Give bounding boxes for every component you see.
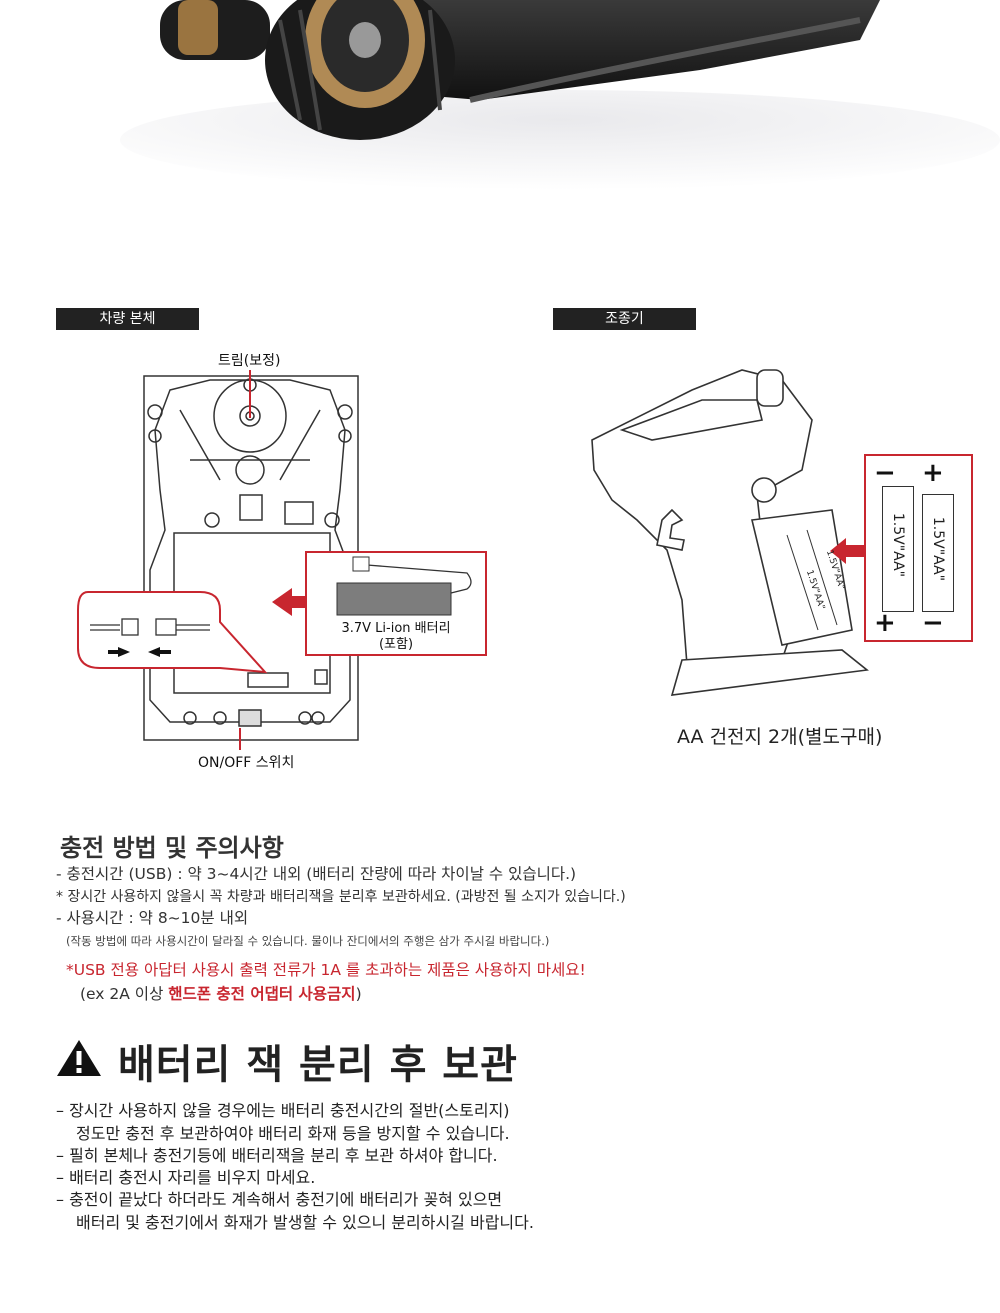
controller-battery-caption: AA 건전지 2개(별도구매) xyxy=(677,726,883,748)
adapter-note: (ex 2A 이상 핸드폰 충전 어댑터 사용금지) xyxy=(80,985,362,1003)
plus-sign-left: + xyxy=(874,608,896,638)
aa-battery-left: 1.5V"AA" xyxy=(882,486,914,612)
storage-note-line: * 장시간 사용하지 않을시 꼭 차량과 배터리잭을 분리후 보관하세요. (과… xyxy=(56,889,626,905)
switch-label: ON/OFF 스위치 xyxy=(198,755,295,771)
storage-bullet-1b: 정도만 충전 후 보관하여야 배터리 화재 등을 방지할 수 있습니다. xyxy=(76,1124,510,1143)
charging-time-line: - 충전시간 (USB) : 약 3~4시간 내외 (배터리 잔량에 따라 차이… xyxy=(56,865,577,883)
battery-callout: 3.7V Li-ion 배터리 (포함) xyxy=(305,551,487,656)
storage-bullet-2: – 필히 본체나 충전기등에 배터리잭을 분리 후 보관 하셔야 합니다. xyxy=(56,1146,498,1165)
storage-bullet-1: – 장시간 사용하지 않을 경우에는 배터리 충전시간의 절반(스토리지) xyxy=(56,1101,510,1120)
battery-right-text: 1.5V"AA" xyxy=(930,516,946,582)
storage-bullet-4b: 배터리 및 충전기에서 화재가 발생할 수 있으니 분리하시길 바랍니다. xyxy=(76,1213,534,1232)
storage-bullet-4: – 충전이 끝났다 하더라도 계속해서 충전기에 배터리가 꽂혀 있으면 xyxy=(56,1190,503,1209)
battery-left-text: 1.5V"AA" xyxy=(890,512,906,578)
vehicle-section-tag: 차량 본체 xyxy=(56,308,199,330)
trim-label: 트림(보정) xyxy=(218,353,281,369)
controller-section-tag: 조종기 xyxy=(553,308,696,330)
adapter-warning: *USB 전용 아답터 사용시 출력 전류가 1A 를 초과하는 제품은 사용하… xyxy=(66,961,586,979)
controller-diagram xyxy=(582,360,882,700)
adapter-ban-text: 핸드폰 충전 어댑터 사용금지 xyxy=(168,985,356,1003)
aa-battery-right: 1.5V"AA" xyxy=(922,494,954,612)
battery-included-label: (포함) xyxy=(378,637,414,652)
warning-icon xyxy=(56,1038,102,1078)
storage-bullet-3: – 배터리 충전시 자리를 비우지 마세요. xyxy=(56,1168,316,1187)
controller-battery-arrow xyxy=(830,536,866,566)
charging-title: 충전 방법 및 주의사항 xyxy=(60,834,284,862)
minus-sign-left: − xyxy=(874,458,896,488)
usage-time-line: - 사용시간 : 약 8~10분 내외 xyxy=(56,909,249,927)
storage-title: 배터리 잭 분리 후 보관 xyxy=(118,1042,518,1088)
battery-spec-label: 3.7V Li-ion 배터리 xyxy=(341,621,451,636)
rc-car-photo xyxy=(0,0,1000,240)
aa-battery-callout: − + 1.5V"AA" 1.5V"AA" + − xyxy=(864,454,973,642)
usage-note-line: (작동 방법에 따라 사용시간이 달라질 수 있습니다. 물이나 잔디에서의 주… xyxy=(66,934,550,948)
minus-sign-right: − xyxy=(922,608,944,638)
vehicle-chassis-diagram xyxy=(60,368,500,750)
plus-sign-right: + xyxy=(922,458,944,488)
